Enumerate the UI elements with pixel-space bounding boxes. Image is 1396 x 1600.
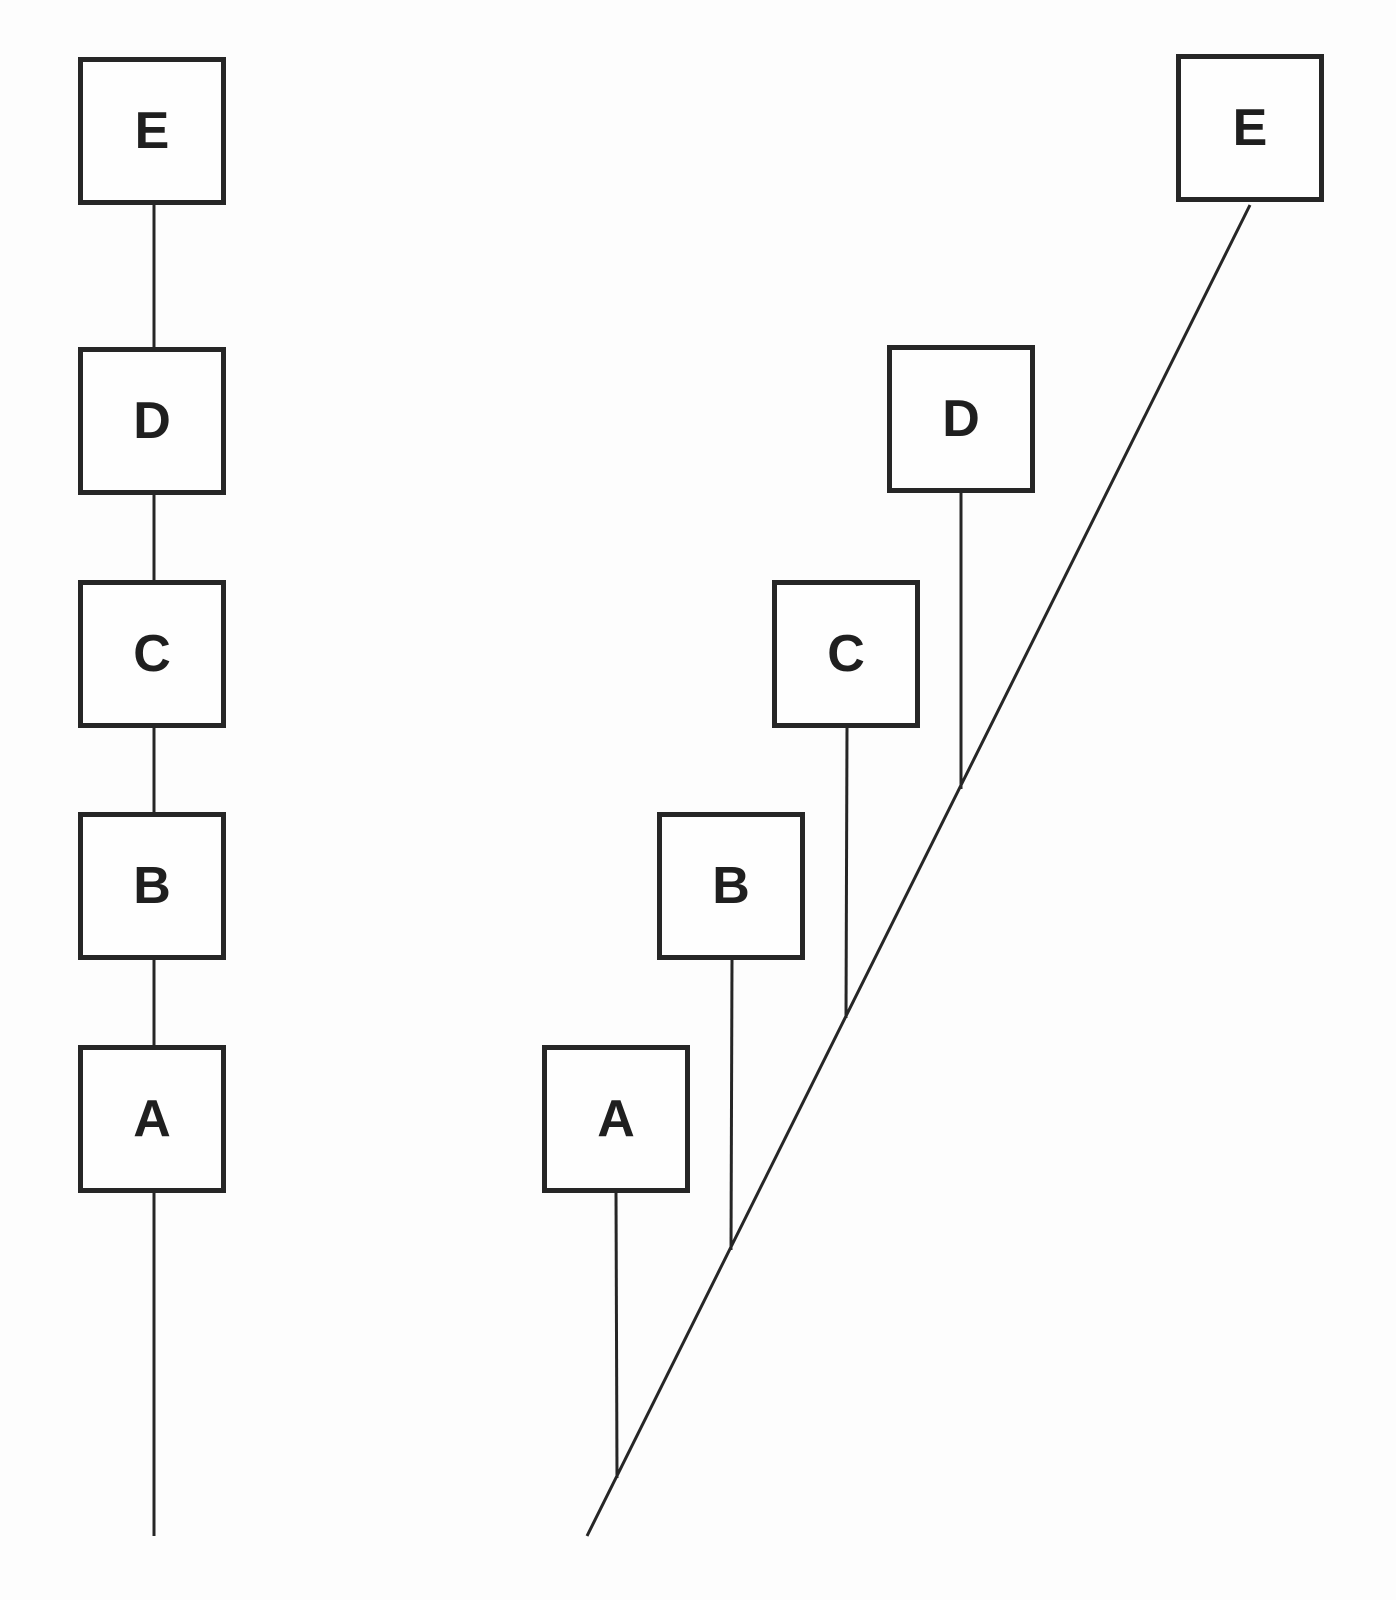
right-node-c-label: C	[827, 625, 865, 683]
right-drop-c	[844, 727, 849, 1019]
right-node-a: A	[542, 1045, 690, 1193]
left-node-d-label: D	[133, 392, 171, 450]
right-node-e-label: E	[1232, 99, 1268, 157]
right-node-b: B	[657, 812, 805, 960]
left-node-d: D	[78, 347, 226, 495]
right-diagonal-spine	[585, 204, 1252, 1537]
right-node-a-label: A	[597, 1090, 635, 1148]
right-node-d: D	[887, 345, 1035, 493]
right-node-e: E	[1176, 54, 1324, 202]
left-node-b-label: B	[133, 857, 171, 915]
left-node-e: E	[78, 57, 226, 205]
right-drop-b	[729, 959, 734, 1251]
right-node-c: C	[772, 580, 920, 728]
right-node-b-label: B	[712, 857, 750, 915]
left-node-a: A	[78, 1045, 226, 1193]
right-drop-a	[614, 1192, 619, 1479]
left-node-b: B	[78, 812, 226, 960]
left-node-c: C	[78, 580, 226, 728]
left-node-a-label: A	[133, 1090, 171, 1148]
left-node-e-label: E	[134, 102, 170, 160]
right-node-d-label: D	[942, 390, 980, 448]
left-node-c-label: C	[133, 625, 171, 683]
